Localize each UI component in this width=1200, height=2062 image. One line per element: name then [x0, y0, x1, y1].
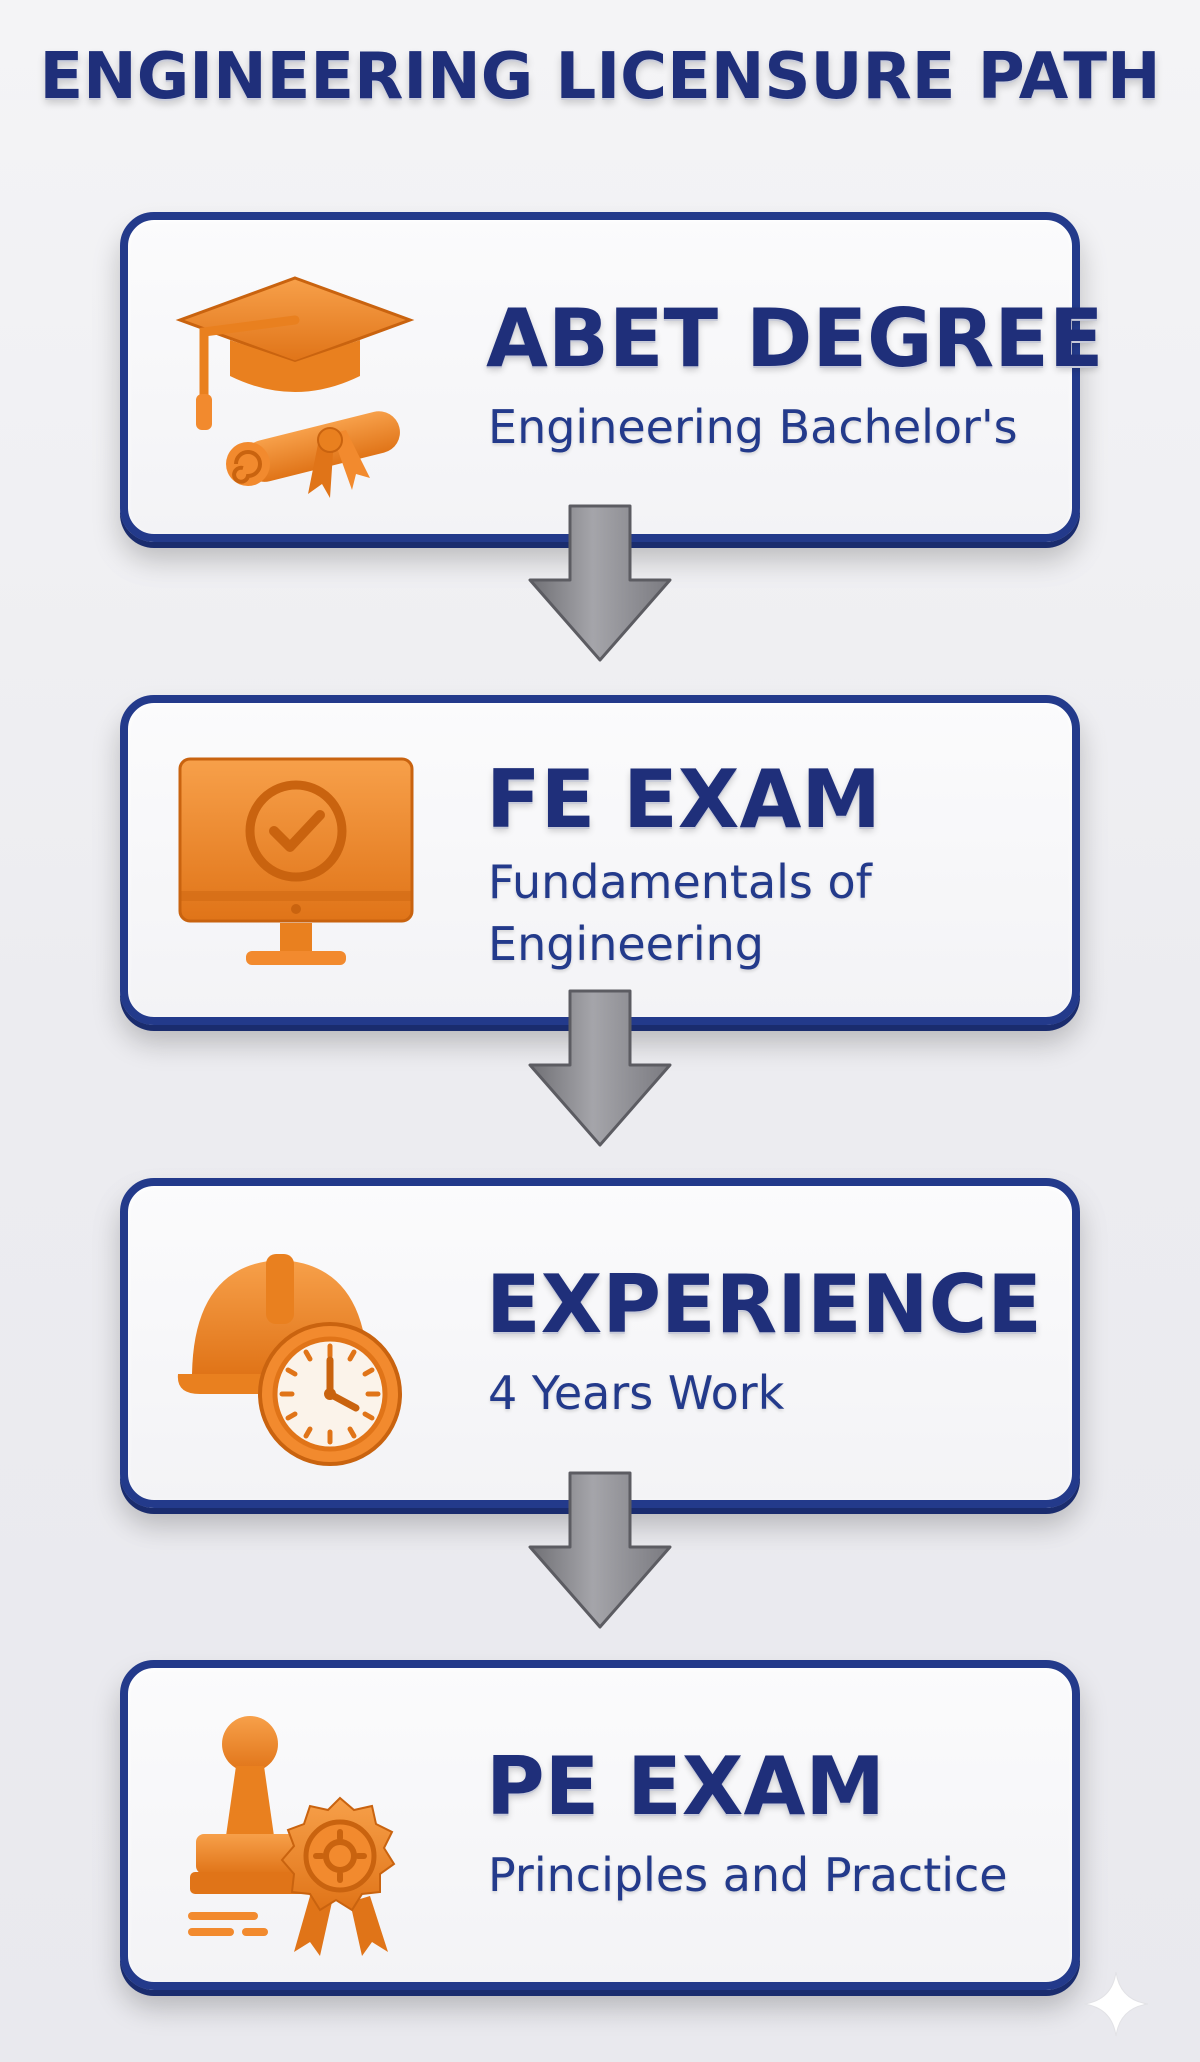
step-card-fe-exam: FE EXAM Fundamentals of Engineering — [120, 695, 1080, 1025]
step-heading: PE EXAM — [486, 1740, 885, 1833]
step-heading: ABET DEGREE — [486, 292, 1104, 385]
graduation-cap-diploma-icon — [170, 258, 420, 508]
step-heading: FE EXAM — [486, 753, 881, 846]
step-subtitle: 4 Years Work — [488, 1366, 785, 1420]
sparkle-icon — [1080, 1968, 1152, 2040]
flow-arrow-down-icon — [520, 500, 680, 670]
step-subtitle: Fundamentals of Engineering — [488, 855, 872, 971]
step-subtitle: Engineering Bachelor's — [488, 400, 1018, 454]
monitor-checkmark-icon — [170, 741, 420, 991]
step-card-pe-exam: PE EXAM Principles and Practice — [120, 1660, 1080, 1990]
step-heading: EXPERIENCE — [486, 1258, 1042, 1351]
step-card-abet-degree: ABET DEGREE Engineering Bachelor's — [120, 212, 1104, 542]
hardhat-clock-icon — [170, 1224, 420, 1474]
step-card-experience: EXPERIENCE 4 Years Work — [120, 1178, 1080, 1508]
flow-arrow-down-icon — [520, 1467, 680, 1637]
page-title: ENGINEERING LICENSURE PATH — [39, 40, 1161, 114]
flow-arrow-down-icon — [520, 985, 680, 1155]
step-subtitle: Principles and Practice — [488, 1848, 1008, 1902]
stamp-seal-icon — [170, 1706, 420, 1956]
